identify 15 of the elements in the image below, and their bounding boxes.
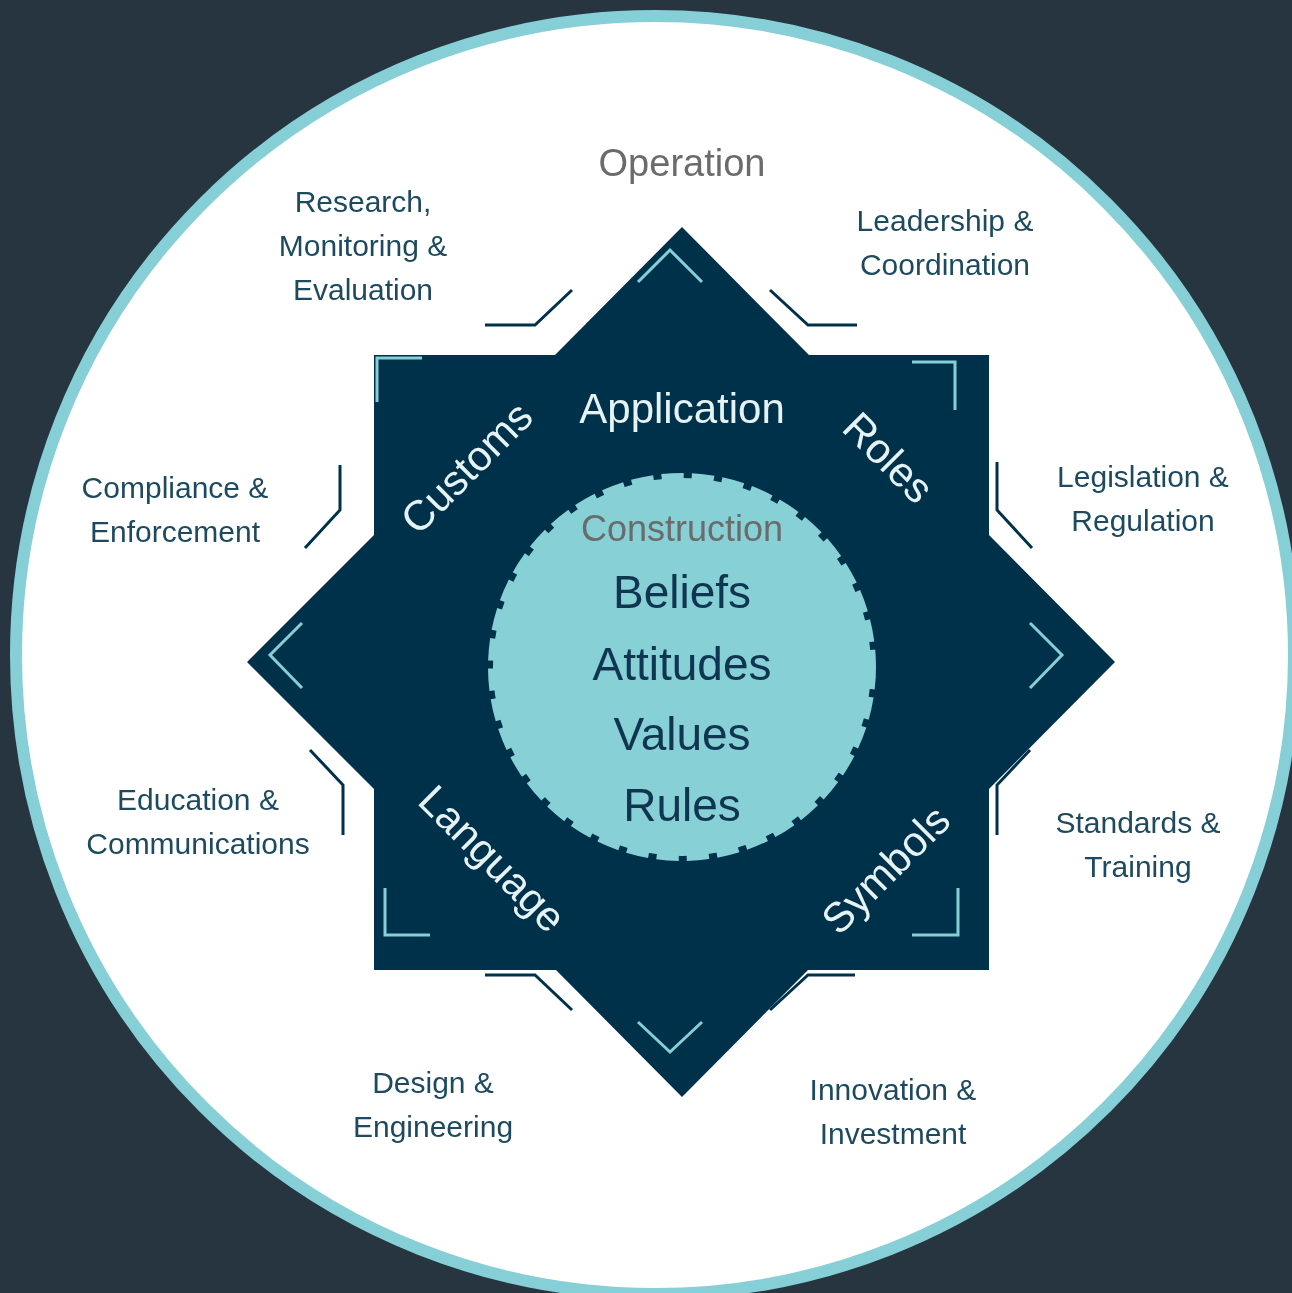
domain-label: Innovation & Investment — [808, 1072, 978, 1152]
domain-label: Design & Engineering — [351, 1065, 515, 1145]
domain-label: Education & Communications — [85, 782, 311, 862]
core-element-text: Beliefs — [612, 566, 752, 618]
domain-label: Compliance & Enforcement — [80, 470, 270, 550]
core-element-text: Rules — [623, 779, 741, 831]
heading-text: Construction — [580, 509, 784, 549]
core-element-text: Values — [613, 708, 751, 760]
domain-label: Legislation & Regulation — [1056, 459, 1230, 539]
core-element-text: Attitudes — [592, 638, 772, 690]
heading-text: Operation — [598, 143, 766, 185]
domain-label: Research, Monitoring & Evaluation — [277, 184, 449, 308]
aspect-label: Application — [579, 385, 785, 433]
domain-label: Leadership & Coordination — [855, 203, 1035, 283]
domain-label: Standards & Training — [1054, 805, 1222, 885]
